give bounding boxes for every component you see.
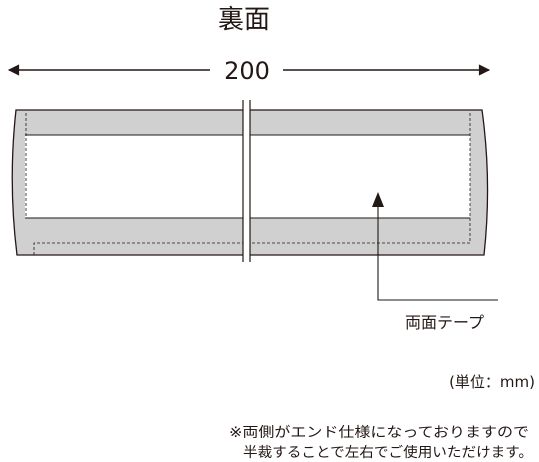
dimension-value: 200 (224, 57, 270, 85)
callout-arrow-icon (372, 192, 384, 207)
tape-strip-top (12, 110, 488, 135)
break-mark (242, 100, 251, 262)
tape-callout: 両面テープ (372, 192, 498, 332)
end-zone-right (470, 110, 488, 255)
footnote-line-2: 半裁することで左右でご使用いただけます。 (243, 444, 533, 461)
dashed-guides (25, 113, 471, 255)
board-outline (11, 109, 489, 256)
end-zone-left (12, 110, 25, 255)
callout-label: 両面テープ (405, 313, 484, 332)
callout-leader-line (377, 206, 498, 301)
board-back-face (11, 100, 489, 262)
view-title: 裏面 (218, 5, 270, 35)
footnote-line-1: ※両側がエンド仕様になっておりますので (229, 425, 529, 441)
dimension-line: 200 (7, 57, 491, 85)
tape-strip-bottom (12, 218, 488, 255)
unit-note: (単位：mm) (449, 373, 535, 391)
footnote: ※両側がエンド仕様になっておりますので 半裁することで左右でご使用いただけます。 (229, 425, 533, 461)
